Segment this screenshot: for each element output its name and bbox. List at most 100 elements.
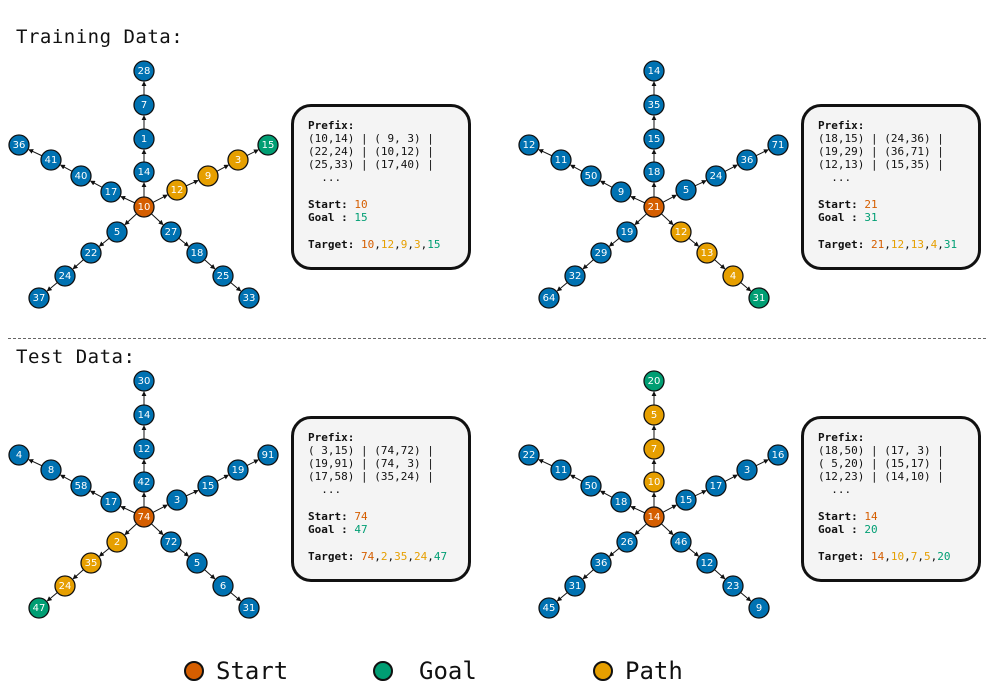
node-label: 36 [741,155,754,166]
target-node: 21 [870,238,885,251]
target-node: 7 [910,550,918,563]
graph-node: 42 [133,471,155,493]
graph-node: 29 [590,242,612,264]
node-circle [40,459,62,481]
node-label: 7 [651,444,657,455]
node-circle [70,165,92,187]
target-node: 13 [910,238,924,251]
edge-arrow [740,282,752,292]
graph-node: 31 [748,287,770,309]
edge-arrow [72,569,84,580]
graph-node: 9 [197,165,219,187]
graph-node: 3 [736,459,758,481]
target-node: 74 [360,550,375,563]
node-label: 17 [105,497,118,508]
node-circle [616,221,638,243]
edge-arrow [714,259,726,270]
edge-arrow [740,592,752,602]
target-label: Target: [308,550,355,563]
node-label: 12 [138,444,151,455]
node-label: 6 [220,581,226,592]
node-circle [736,459,758,481]
prefix-row: ... [818,171,852,184]
node-circle [106,221,128,243]
node-circle [580,475,602,497]
node-circle [238,597,260,619]
prefix-row: ( 5,20) | (15,17) | [818,457,944,470]
graph-node: 40 [70,165,92,187]
start-label: Start: [308,198,348,211]
node-circle [643,196,665,218]
node-circle [197,165,219,187]
goal-label: Goal : [308,523,348,536]
node-circle [133,196,155,218]
prefix-row: (22,24) | (10,12) | [308,145,434,158]
node-label: 5 [114,227,120,238]
node-label: 15 [680,495,693,506]
node-label: 35 [85,558,98,569]
edge-arrow [46,592,58,602]
node-circle [133,94,155,116]
edge-arrow [688,547,700,557]
graph-node: 25 [212,265,234,287]
node-circle [748,597,770,619]
target-sequence: 14,10,7,5,20 [870,550,951,563]
target-node: 10 [360,238,375,251]
node-label: 18 [648,167,661,178]
node-circle [643,438,665,460]
graph-node: 32 [564,265,586,287]
graph-node: 30 [133,370,155,392]
node-label: 33 [243,293,256,304]
node-label: 28 [138,66,151,77]
node-label: 8 [48,465,54,476]
graph-node: 5 [643,404,665,426]
node-circle [257,444,279,466]
node-label: 27 [165,227,178,238]
goal-value: 15 [354,211,368,224]
node-label: 50 [585,171,598,182]
node-label: 12 [675,227,688,238]
node-circle [186,242,208,264]
start-value: 74 [354,510,368,523]
edge-arrow [662,194,678,203]
target-sequence: 10,12,9,3,15 [360,238,441,251]
node-label: 10 [138,202,151,213]
node-circle [197,475,219,497]
node-circle [518,444,540,466]
node-label: 14 [648,66,661,77]
node-label: 4 [730,271,736,282]
graph-node: 36 [736,149,758,171]
node-label: 24 [710,171,723,182]
edge-arrow [630,196,646,204]
target-node: 15 [427,238,441,251]
node-label: 11 [555,155,568,166]
node-circle [70,475,92,497]
node-label: 58 [75,481,88,492]
edge-arrow [204,259,216,270]
edge-arrow [59,164,73,172]
graph-node: 9 [610,181,632,203]
goal-swatch [373,661,393,681]
prefix-label: Prefix: [308,119,355,132]
edge-arrow [204,569,216,580]
graph-node: 41 [40,149,62,171]
node-label: 11 [555,465,568,476]
edge-arrow [634,523,648,536]
graph-node: 27 [160,221,182,243]
prefix-row: (25,33) | (17,40) | [308,158,434,171]
prefix-row: (18,15) | (24,36) | [818,132,944,145]
edge-arrow [46,282,58,292]
graph-node: 14 [643,60,665,82]
node-circle [538,287,560,309]
graph-node: 12 [696,552,718,574]
node-label: 47 [33,603,46,614]
graph-node: 12 [133,438,155,460]
node-circle [643,404,665,426]
node-label: 36 [595,558,608,569]
edge-arrow [634,213,648,226]
edge-arrow [89,180,103,188]
node-circle [643,471,665,493]
node-label: 21 [648,202,661,213]
edge-arrow [608,547,620,557]
start-value: 10 [354,198,368,211]
